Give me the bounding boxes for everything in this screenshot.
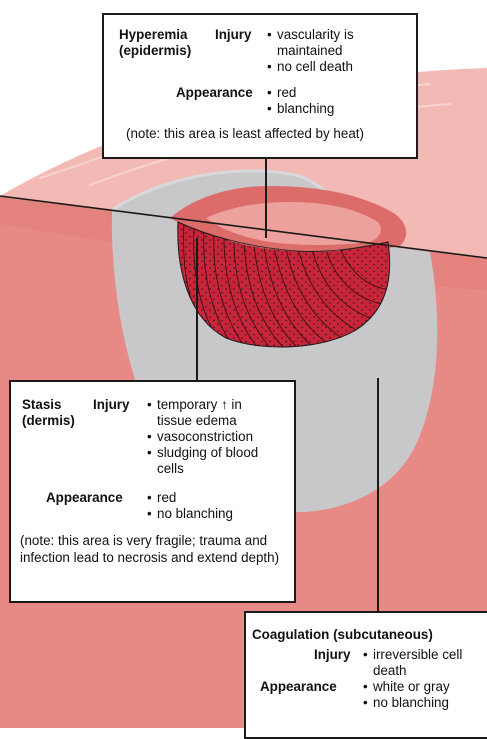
hyperemia-appearance-item: red [267,85,334,101]
stasis-title: Stasis [22,397,61,413]
stasis-injury-item: temporary ↑ in tissue edema [147,397,277,429]
hyperemia-subtitle: (epidermis) [119,43,191,59]
stasis-appearance-item: no blanching [147,506,233,522]
coagulation-appearance-label: Appearance [260,679,337,695]
coagulation-appearance-item: white or gray [363,679,450,695]
hyperemia-appearance-list: red blanching [267,85,334,117]
hyperemia-injury-item: vascularity is maintained [267,27,407,59]
stasis-injury-item: vasoconstriction [147,429,277,445]
coagulation-appearance-item: no blanching [363,695,450,711]
hyperemia-injury-label: Injury [215,27,251,43]
hyperemia-note: (note: this area is least affected by he… [126,126,364,142]
coagulation-injury-list: irreversible cell death [363,647,475,679]
coagulation-injury-item: irreversible cell death [363,647,475,679]
stasis-injury-label: Injury [93,397,129,413]
stasis-appearance-item: red [147,490,233,506]
stasis-injury-list: temporary ↑ in tissue edema vasoconstric… [147,397,277,477]
hyperemia-title: Hyperemia [119,27,187,43]
stasis-injury-item: sludging of blood cells [147,445,277,477]
coagulation-callout: Coagulation (subcutaneous) Injury irreve… [244,611,487,739]
stasis-callout: Stasis Injury (dermis) temporary ↑ in ti… [9,380,296,603]
coagulation-appearance-list: white or gray no blanching [363,679,450,711]
hyperemia-injury-item: no cell death [267,59,407,75]
stasis-note: (note: this area is very fragile; trauma… [20,532,282,566]
coagulation-injury-label: Injury [314,647,350,663]
stasis-subtitle: (dermis) [22,413,75,429]
hyperemia-callout: Hyperemia Injury (epidermis) vascularity… [102,13,418,159]
stasis-appearance-label: Appearance [46,490,123,506]
hyperemia-appearance-label: Appearance [176,85,253,101]
coagulation-title: Coagulation (subcutaneous) [252,627,433,643]
hyperemia-injury-list: vascularity is maintained no cell death [267,27,407,75]
hyperemia-appearance-item: blanching [267,101,334,117]
stasis-appearance-list: red no blanching [147,490,233,522]
